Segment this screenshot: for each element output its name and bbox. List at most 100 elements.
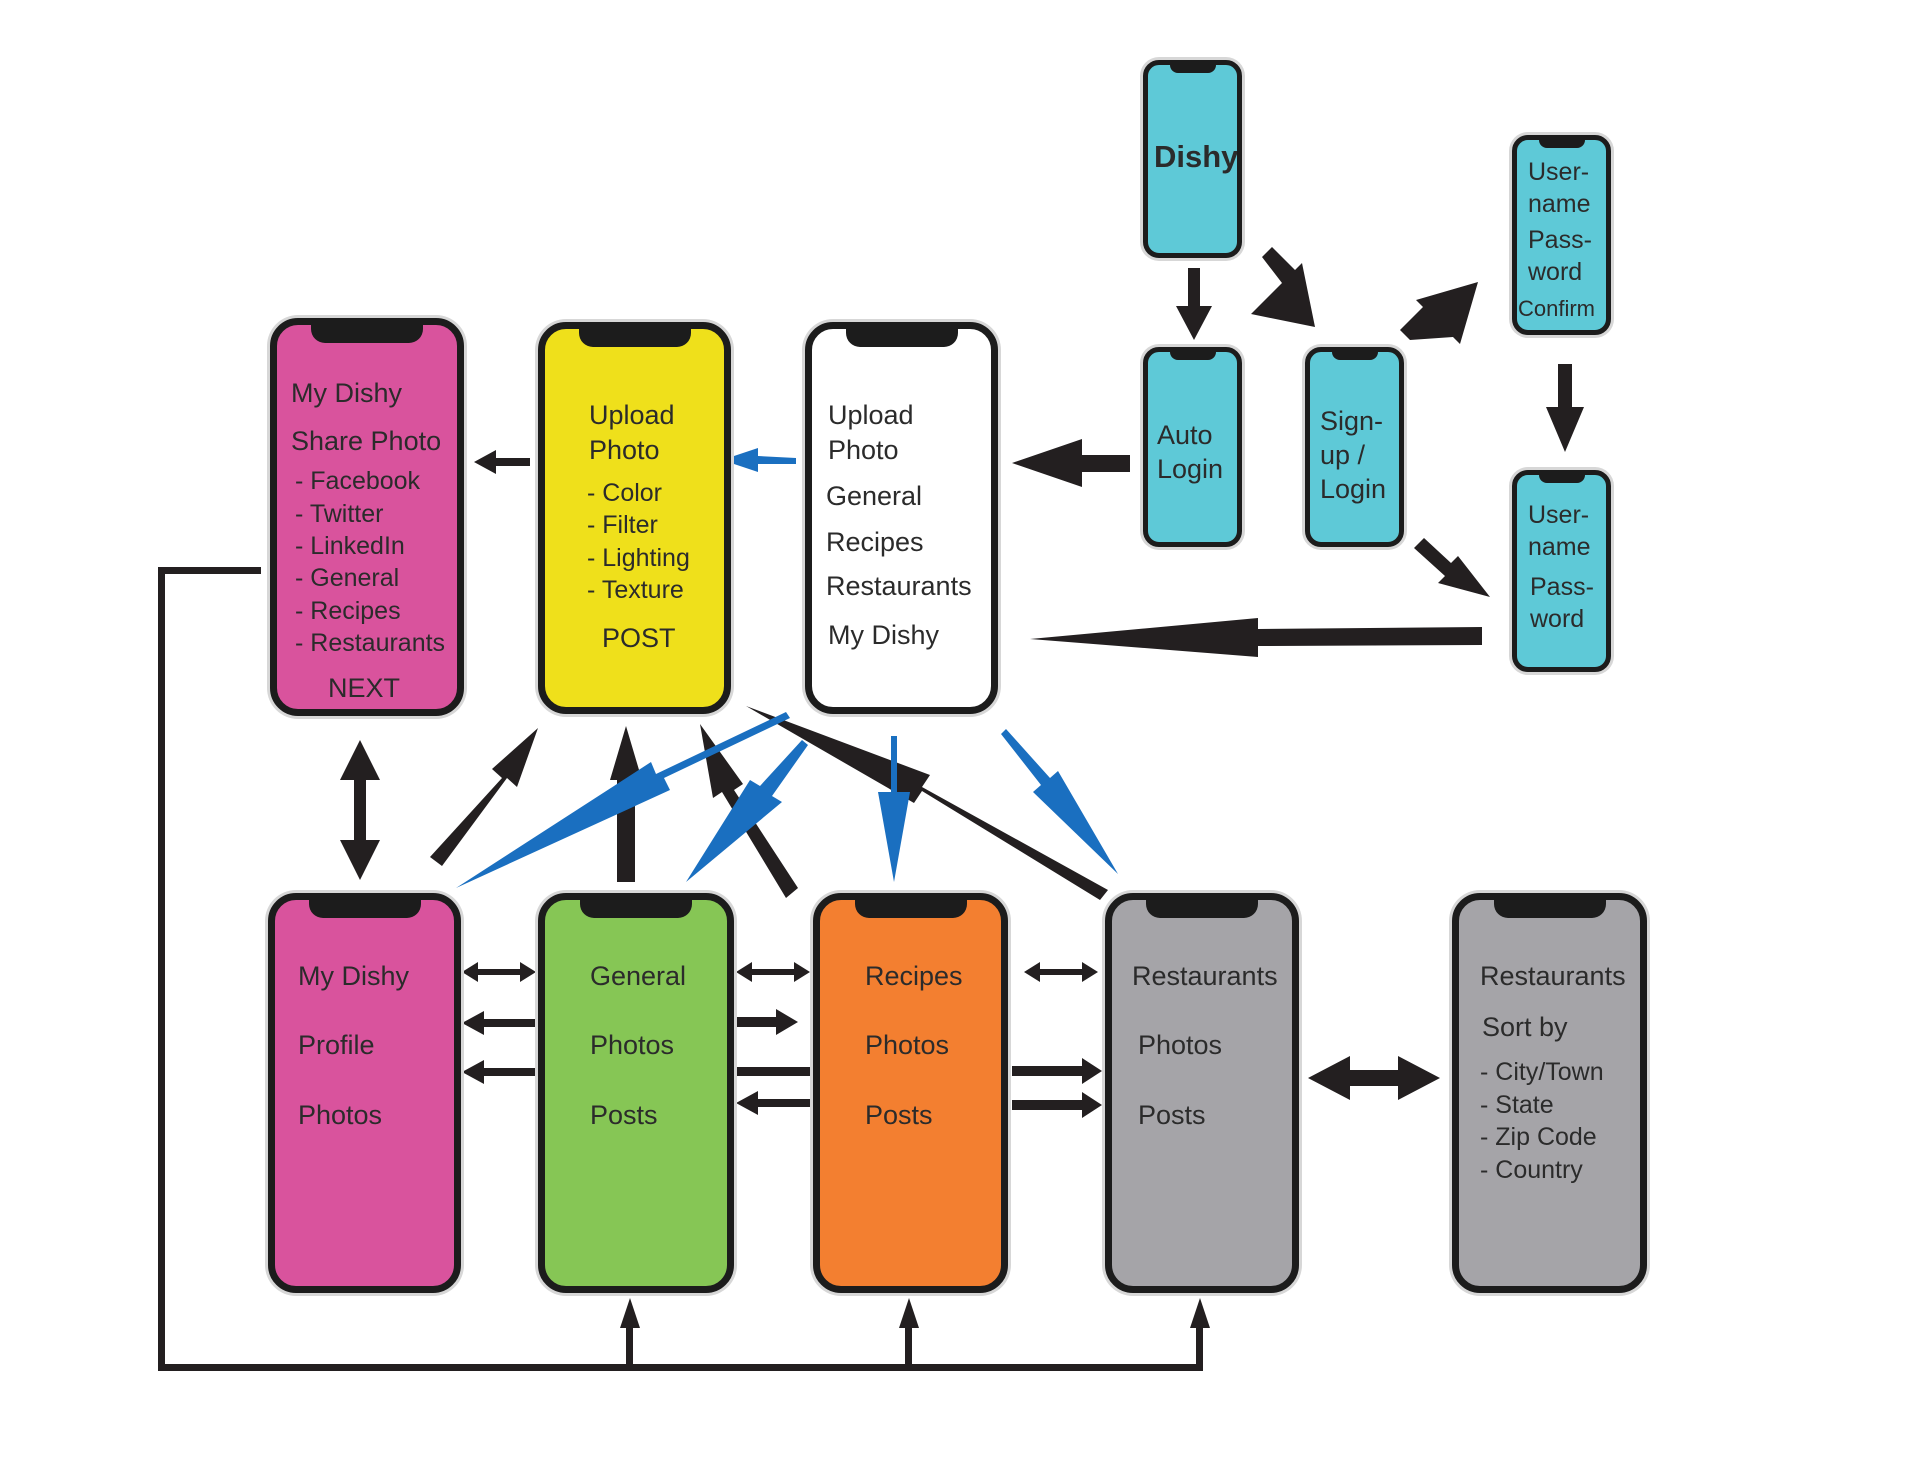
phone-notch [1169,65,1216,73]
restaurants-screen[interactable]: Restaurants Photos Posts [1105,893,1299,1293]
arrow-home-to-restaurants [1001,729,1118,874]
phone-notch [1331,352,1378,360]
login-username-bottom: name [1528,533,1591,561]
signup-label-2: up / [1320,440,1366,470]
signup-login-screen[interactable]: Sign- up / Login [1305,347,1404,547]
upload-title-top: Upload [589,400,675,430]
upload-photo-screen[interactable]: Upload Photo - Color - Filter - Lighting… [538,322,731,714]
share-linkedin[interactable]: - LinkedIn [295,532,405,560]
phone-notch [580,900,692,918]
mydishy-profile[interactable]: Profile [298,1030,375,1060]
menu-upload-bottom[interactable]: Photo [828,435,899,465]
share-title: My Dishy [291,378,403,408]
share-twitter[interactable]: - Twitter [295,500,384,528]
option-color[interactable]: - Color [587,479,663,507]
phone-notch [1538,140,1585,148]
share-facebook[interactable]: - Facebook [295,467,421,495]
sort-state[interactable]: - State [1480,1091,1554,1119]
loop-arrow-to-general [620,1298,640,1367]
blue-arrows [456,448,1118,888]
confirm-label: Confirm [1518,296,1596,321]
signup-form-screen[interactable]: User- name Pass- word Confirm [1512,135,1611,335]
share-general[interactable]: - General [295,564,400,592]
phone-notch [1493,900,1606,918]
mydishy-title: My Dishy [298,961,410,991]
share-recipes[interactable]: - Recipes [295,597,401,625]
home-menu-screen[interactable]: Upload Photo General Recipes Restaurants… [805,322,998,714]
arrow-general-to-mydishy-3 [462,1060,536,1084]
arrow-signup-to-loginform [1414,538,1490,597]
recipes-posts[interactable]: Posts [865,1100,933,1130]
general-posts[interactable]: Posts [590,1100,658,1130]
password-label-bottom: word [1528,258,1583,286]
arrow-general-recipes-1 [736,962,810,982]
option-filter[interactable]: - Filter [587,511,658,539]
phone-notch [311,325,423,343]
menu-my-dishy[interactable]: My Dishy [828,620,940,650]
arrow-form-to-login [1546,364,1584,452]
sort-title: Restaurants [1480,961,1626,991]
phone-notch [854,900,967,918]
post-button[interactable]: POST [602,623,676,653]
arrow-home-to-recipes [878,736,910,882]
arrow-recipes-to-general-4 [736,1091,810,1115]
loop-arrow-to-restaurants [1190,1298,1210,1367]
share-restaurants[interactable]: - Restaurants [295,629,446,657]
loop-line-left-top [158,567,261,574]
loop-line-bottom [158,1364,1203,1371]
arrow-splash-to-autologin [1176,268,1212,340]
line-general-recipes-3 [734,1067,814,1076]
loop-line-left-vertical [158,567,165,1371]
arrow-splash-to-signup [1251,247,1315,327]
general-screen[interactable]: General Photos Posts [538,893,734,1293]
sort-zip-code[interactable]: - Zip Code [1480,1123,1597,1151]
general-title: General [590,961,687,991]
menu-upload-top[interactable]: Upload [828,400,914,430]
restaurants-sort-screen[interactable]: Restaurants Sort by - City/Town - State … [1452,893,1647,1293]
my-dishy-screen[interactable]: My Dishy Profile Photos [268,893,461,1293]
auto-login-label-top: Auto [1157,420,1213,450]
sort-city-town[interactable]: - City/Town [1480,1058,1604,1086]
signup-label-1: Sign- [1320,406,1384,436]
phone-notch [1169,352,1216,360]
share-photo-screen[interactable]: My Dishy Share Photo - Facebook - Twitte… [270,318,464,716]
menu-recipes[interactable]: Recipes [826,527,924,557]
arrow-signup-to-form [1400,282,1478,344]
next-button[interactable]: NEXT [328,673,401,703]
arrow-login-to-home [1030,618,1482,657]
upload-title-bottom: Photo [589,435,660,465]
menu-general[interactable]: General [826,481,923,511]
login-form-screen[interactable]: User- name Pass- word [1512,470,1611,672]
arrow-home-to-mydishy [456,712,790,888]
phone-notch [845,329,958,347]
splash-screen[interactable]: Dishy [1143,60,1242,258]
menu-restaurants[interactable]: Restaurants [826,571,972,601]
arrow-home-to-general [686,740,808,882]
phone-notch [308,900,421,918]
recipes-title: Recipes [865,961,963,991]
login-password-bottom: word [1530,605,1585,633]
arrow-mydishy-general-1 [462,962,536,982]
username-label-top: User- [1528,158,1590,186]
auto-login-screen[interactable]: Auto Login [1143,347,1242,547]
auto-login-label-bottom: Login [1157,454,1224,484]
option-texture[interactable]: - Texture [587,576,684,604]
phone-notch [1538,475,1585,483]
option-lighting[interactable]: - Lighting [587,544,690,572]
black-arrows [158,247,1584,1371]
recipes-screen[interactable]: Recipes Photos Posts [813,893,1008,1293]
restaurants-title: Restaurants [1132,961,1278,991]
loop-arrow-to-recipes [899,1298,919,1367]
arrow-autologin-to-home [1012,439,1130,487]
arrow-general-to-recipes-2 [734,1009,798,1035]
restaurants-posts[interactable]: Posts [1138,1100,1206,1130]
recipes-photos[interactable]: Photos [865,1030,950,1060]
sort-country[interactable]: - Country [1480,1156,1583,1184]
general-photos[interactable]: Photos [590,1030,675,1060]
password-label-top: Pass- [1528,226,1592,254]
arrow-mydishy-to-upload [430,728,538,866]
mydishy-photos[interactable]: Photos [298,1100,383,1130]
sort-by-label: Sort by [1482,1012,1568,1042]
restaurants-photos[interactable]: Photos [1138,1030,1223,1060]
